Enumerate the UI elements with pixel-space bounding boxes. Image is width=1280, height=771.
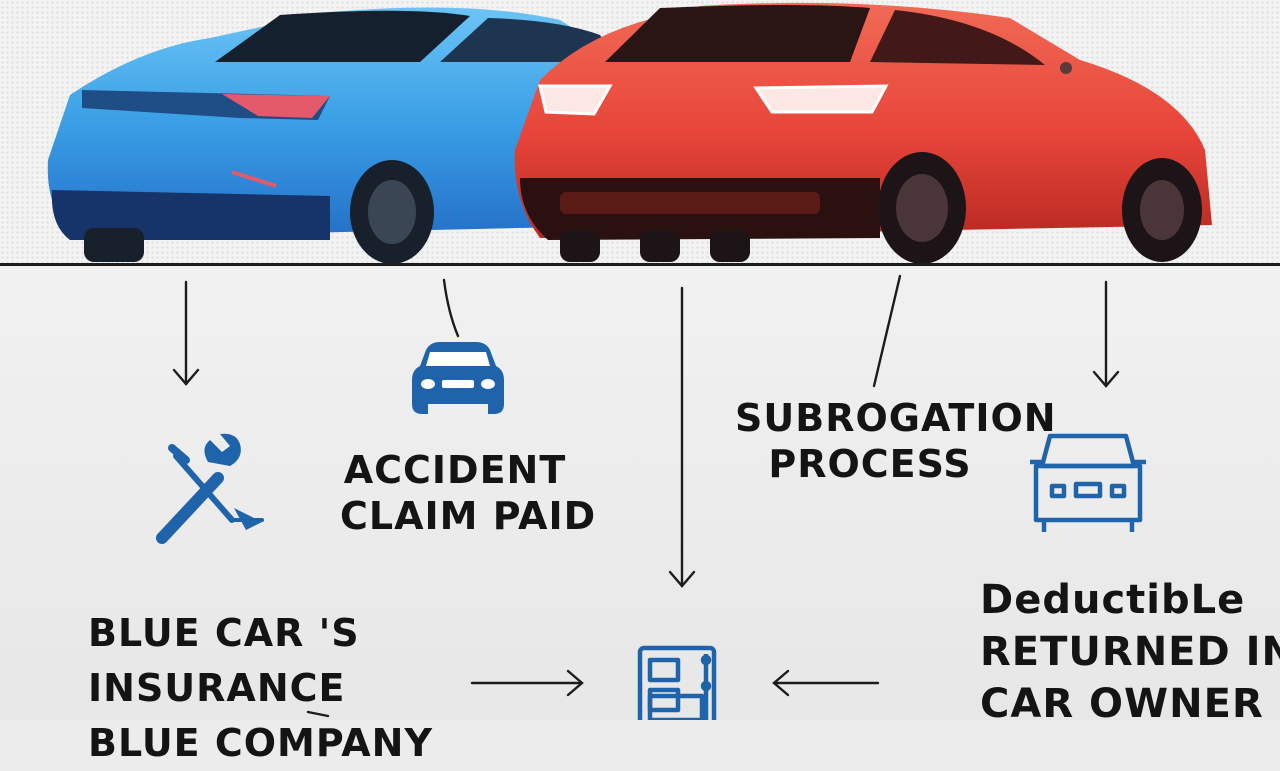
accident-line-1: ACCIDENT: [343, 448, 567, 492]
red-car: [514, 2, 1212, 264]
ground-line: [0, 263, 1280, 266]
car-front-outline-icon: [1030, 433, 1146, 532]
insurance-line-3: BLUE COMPANY: [88, 721, 433, 766]
blue-car: [47, 7, 650, 264]
subrogation-label: SUBROGATION PROCESS: [735, 396, 1057, 487]
deductible-line-1: DeductibLe: [980, 577, 1246, 623]
arrow-left-bottom: [772, 669, 880, 697]
document-device-icon: [637, 645, 717, 720]
accident-line-2: CLAIM PAID: [340, 493, 597, 538]
arrow-down-left: [172, 280, 200, 386]
arrow-down-right: [1092, 280, 1120, 388]
connector-insurance-tick: [306, 710, 330, 718]
deductible-label: DeductibLe RETURNED IN CAR OWNER: [980, 574, 1280, 730]
arrow-right-bottom: [470, 669, 584, 697]
insurance-line-1: BLUE CAR 'S: [88, 611, 360, 655]
accident-claim-label: ACCIDENT CLAIM PAID: [340, 448, 597, 539]
subrogation-line-1: SUBROGATION: [735, 396, 1057, 440]
subrogation-line-2: PROCESS: [768, 441, 972, 486]
arrow-down-center: [668, 286, 696, 588]
insurance-label: BLUE CAR 'S INSURANCE BLUE COMPANY: [88, 606, 433, 771]
wrench-screwdriver-icon: [156, 433, 264, 544]
deductible-line-3: CAR OWNER: [980, 681, 1264, 727]
connector-subrogation: [872, 274, 902, 388]
diagram-connectors: [156, 274, 1146, 720]
diagram-background: [0, 266, 1280, 720]
car-front-icon: [412, 342, 504, 414]
deductible-line-2: RETURNED IN: [980, 629, 1280, 675]
cars-illustration: [47, 2, 1212, 264]
insurance-line-2: INSURANCE: [88, 666, 346, 711]
connector-accident: [442, 278, 460, 338]
